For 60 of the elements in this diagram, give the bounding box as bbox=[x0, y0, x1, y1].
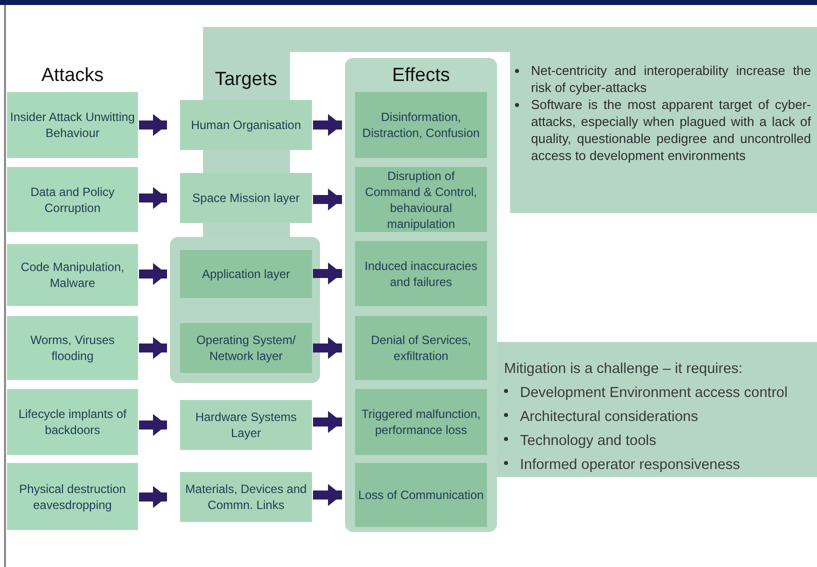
bullet-text: Net-centricity and interoperability increase the risk of cyber-attacks bbox=[531, 62, 811, 96]
arrow bbox=[313, 411, 342, 433]
box-label: Denial of Services, exfiltration bbox=[370, 332, 472, 364]
box-label: Disinformation, Distraction, Confusion bbox=[361, 109, 481, 141]
arrow bbox=[313, 484, 342, 506]
effects-panel bbox=[345, 58, 497, 532]
box-label: Code Manipulation, Malware bbox=[20, 259, 126, 291]
arrow bbox=[139, 114, 167, 136]
arrow bbox=[139, 187, 167, 209]
box-label: Application layer bbox=[202, 266, 290, 282]
box-label: Hardware Systems Layer bbox=[194, 409, 298, 441]
attack-box bbox=[7, 244, 138, 306]
box-label: Operating System/ Network layer bbox=[195, 332, 297, 364]
column-heading: Attacks bbox=[40, 64, 105, 88]
box-label: Triggered malfunction, performance loss bbox=[360, 406, 482, 438]
box-label: Disruption of Command & Control, behavioural manipulation bbox=[364, 168, 478, 232]
arrow bbox=[139, 337, 167, 359]
box-label: Worms, Viruses flooding bbox=[29, 332, 116, 364]
bullet-text: Architectural considerations bbox=[520, 408, 698, 427]
arrow bbox=[313, 337, 342, 359]
effect-box bbox=[355, 241, 487, 306]
box-label: Data and Policy Corruption bbox=[29, 184, 116, 216]
effect-box bbox=[355, 316, 487, 380]
attack-box bbox=[7, 316, 138, 380]
column-heading: Effects bbox=[391, 64, 451, 88]
arrow bbox=[139, 486, 167, 508]
box-label: Induced inaccuracies and failures bbox=[364, 258, 478, 290]
box-label: Lifecycle implants of backdoors bbox=[17, 406, 128, 438]
box-label: Materials, Devices and Commn. Links bbox=[184, 481, 308, 513]
effect-box bbox=[355, 92, 487, 158]
column-heading: Targets bbox=[214, 68, 278, 92]
target-box bbox=[180, 472, 312, 522]
bullet-text: Software is the most apparent target of cyber-attacks, especially when plagued with a lack of quality, questionable pedigree and uncontrolled access to development environments bbox=[531, 96, 811, 164]
attack-box bbox=[7, 389, 138, 455]
arrow bbox=[139, 414, 167, 436]
target-box bbox=[180, 400, 312, 450]
arrow bbox=[313, 262, 342, 284]
target-box bbox=[180, 323, 312, 373]
effect-box bbox=[355, 389, 487, 455]
box-label: Human Organisation bbox=[190, 117, 302, 133]
note-heading: Mitigation is a challenge – it requires: bbox=[504, 360, 744, 379]
box-label: Loss of Communication bbox=[358, 487, 484, 503]
attack-box bbox=[7, 167, 138, 232]
note-panel bbox=[497, 342, 817, 477]
arrow bbox=[139, 263, 167, 285]
bullet-text: Development Environment access control bbox=[520, 384, 788, 403]
layer-group-box bbox=[170, 237, 320, 383]
arrow bbox=[313, 188, 342, 210]
target-box bbox=[180, 250, 312, 298]
effect-box bbox=[355, 463, 487, 527]
target-box bbox=[180, 173, 312, 223]
arrow bbox=[313, 114, 342, 136]
bullet-text: Informed operator responsiveness bbox=[520, 456, 740, 475]
bullet-text: Technology and tools bbox=[520, 432, 656, 451]
box-label: Physical destruction eavesdropping bbox=[18, 480, 127, 512]
target-box bbox=[180, 100, 312, 150]
attack-box bbox=[7, 92, 138, 158]
box-label: Insider Attack Unwitting Behaviour bbox=[10, 109, 135, 141]
attack-box bbox=[7, 463, 138, 530]
box-label: Space Mission layer bbox=[192, 190, 300, 206]
